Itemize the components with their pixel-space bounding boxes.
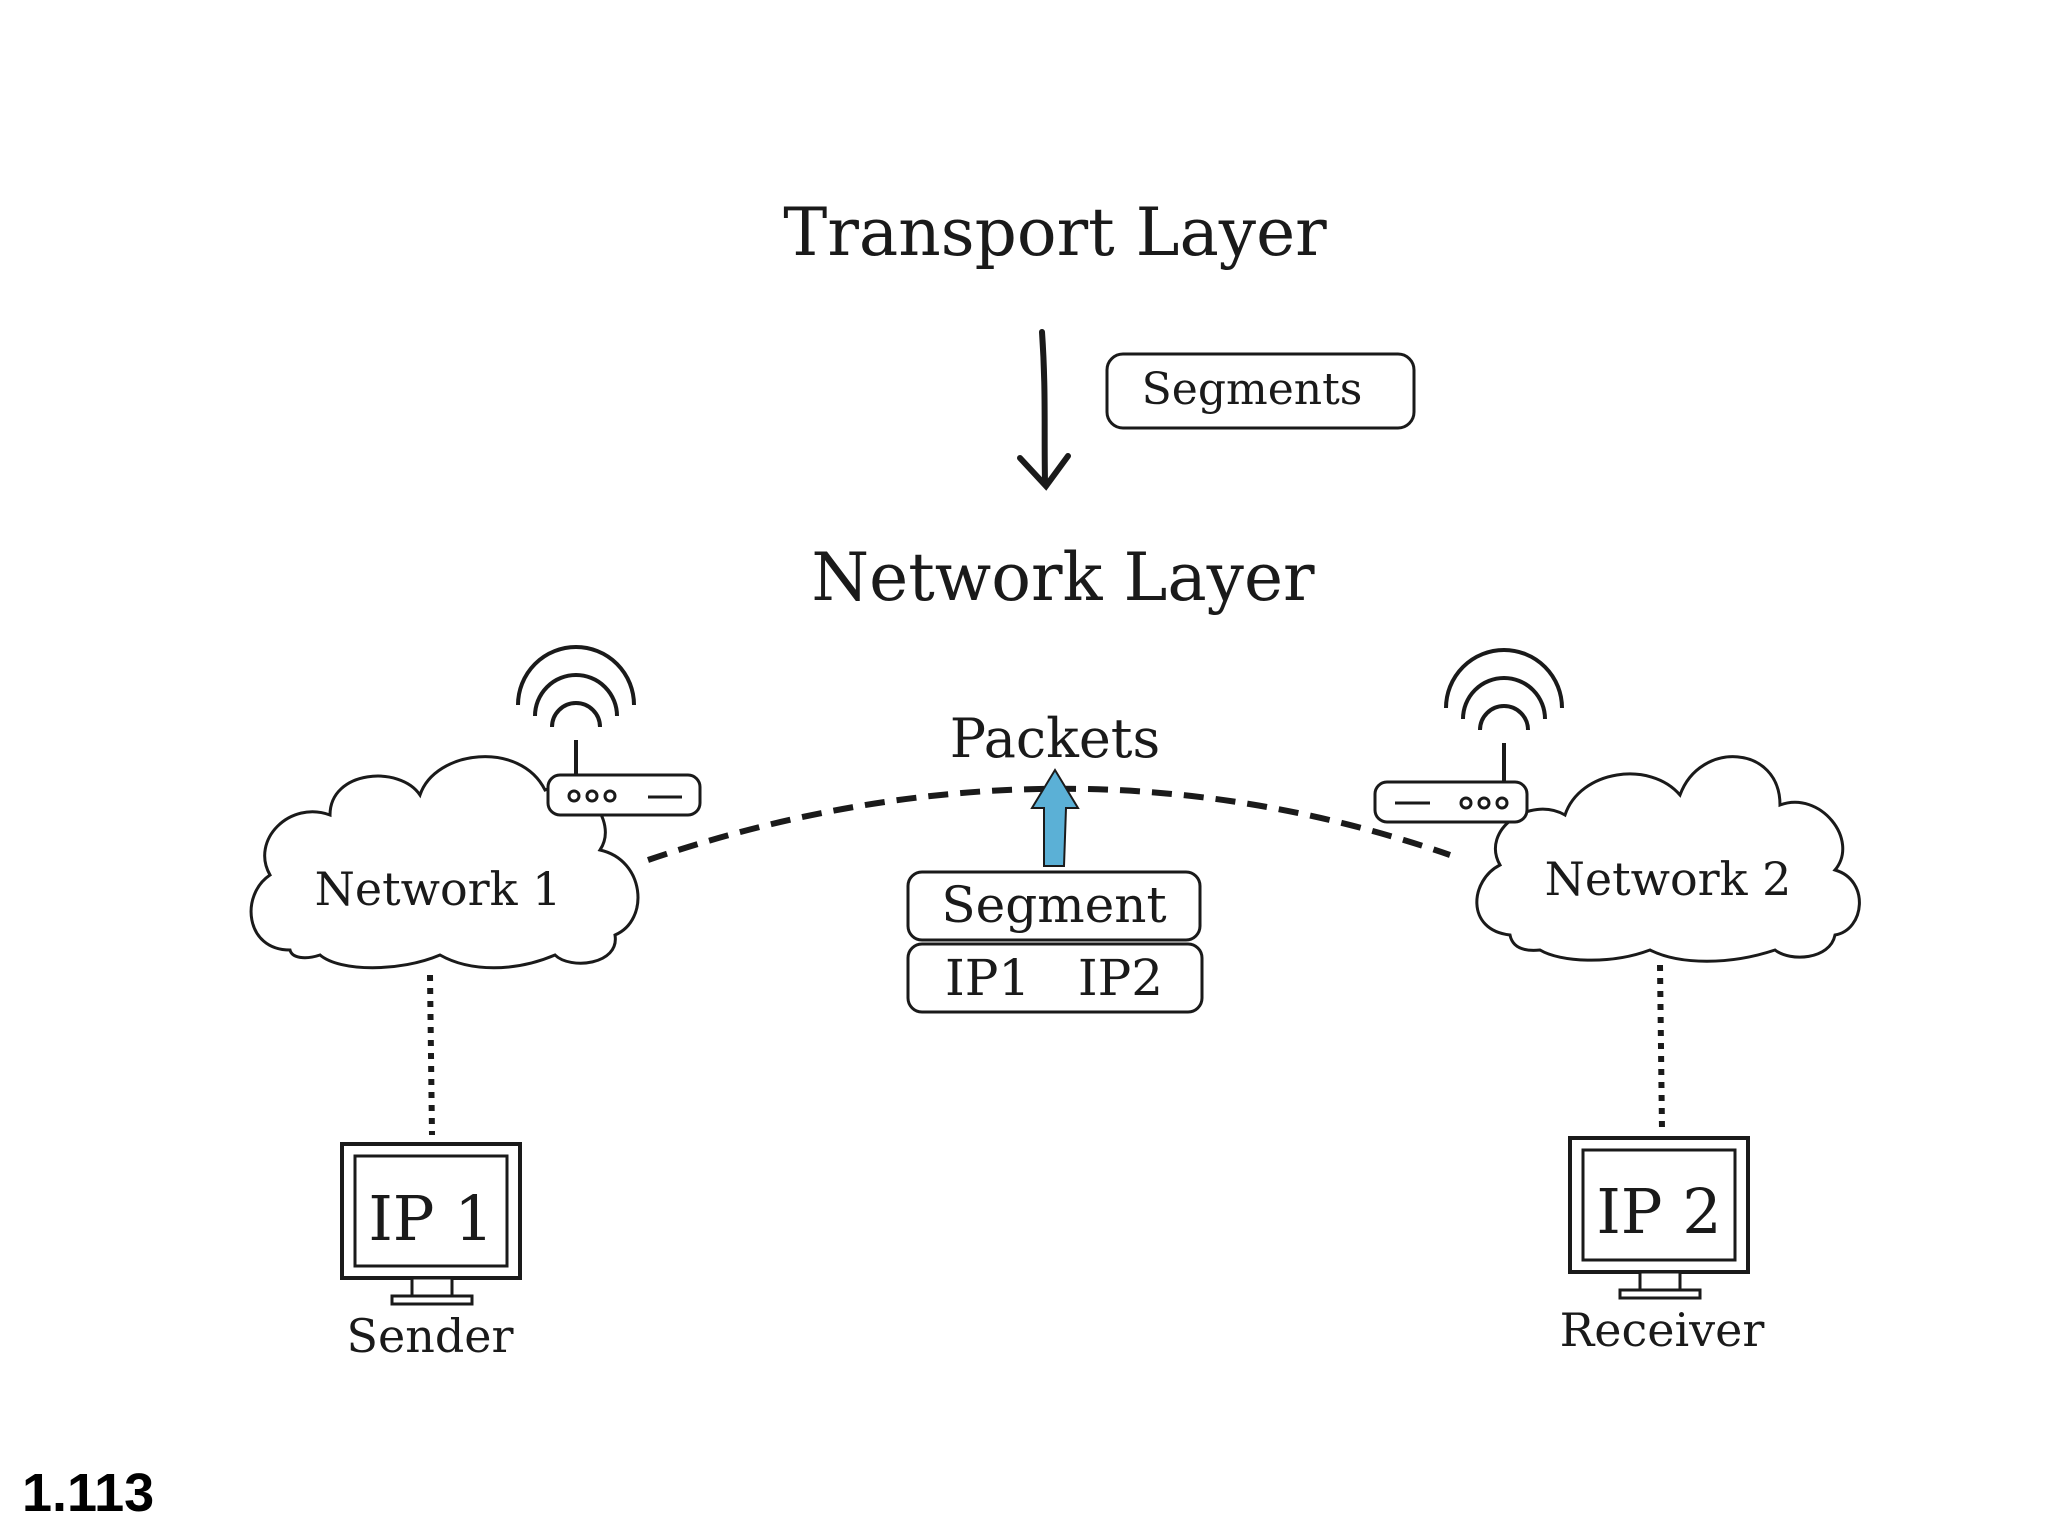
slide-number: 1.113 <box>22 1463 155 1523</box>
network-1-label: Network 1 <box>315 862 562 916</box>
router-1-icon <box>516 645 702 817</box>
transport-layer-title: Transport Layer <box>783 194 1327 271</box>
down-arrow-icon <box>1017 329 1071 491</box>
receiver-label: Receiver <box>1560 1303 1765 1357</box>
up-arrow-icon <box>1030 768 1080 867</box>
packet-segment-label: Segment <box>941 876 1166 934</box>
receiver-screen-text: IP 2 <box>1596 1175 1721 1248</box>
receiver-monitor-icon: IP 2 <box>1568 1136 1750 1300</box>
network-1-cloud: Network 1 <box>249 755 640 970</box>
packets-label: Packets <box>950 707 1160 770</box>
sender-dotted-link <box>427 974 435 1136</box>
sender-screen-text: IP 1 <box>368 1182 493 1255</box>
network-layer-title: Network Layer <box>811 539 1315 616</box>
network-2-cloud: Network 2 <box>1475 755 1861 963</box>
router-2-icon <box>1373 648 1564 824</box>
packet-header-label: IP1 IP2 <box>945 949 1163 1007</box>
receiver-dotted-link <box>1657 964 1665 1131</box>
network-2-label: Network 2 <box>1545 852 1792 906</box>
segments-box: Segments <box>1105 352 1416 430</box>
sender-label: Sender <box>346 1309 513 1363</box>
sender-monitor-icon: IP 1 <box>340 1142 522 1306</box>
segments-label: Segments <box>1142 364 1363 415</box>
packet-stack: Segment IP1 IP2 <box>906 870 1204 1014</box>
